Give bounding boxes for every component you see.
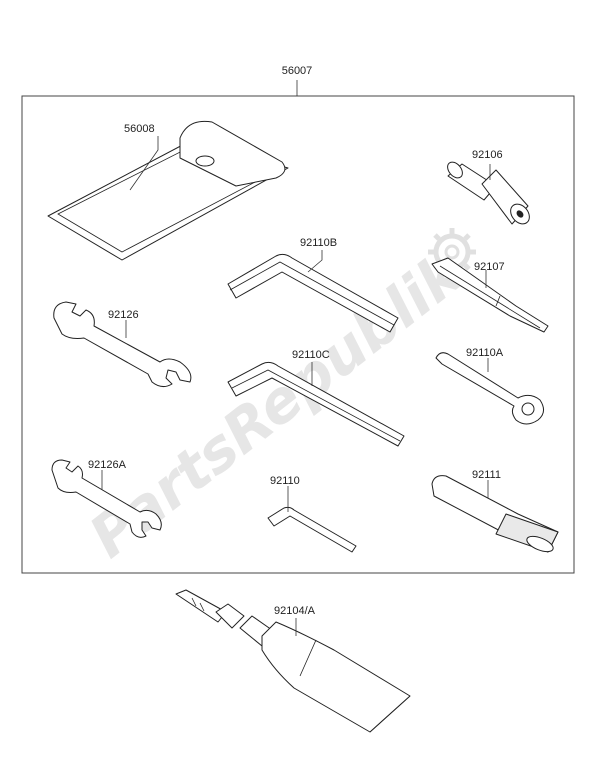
open-end-wrench-icon xyxy=(53,301,192,388)
part-label-92110: 92110 xyxy=(270,475,300,487)
hex-key-icon xyxy=(227,361,405,447)
part-label-92110C: 92110C xyxy=(292,349,330,361)
grease-tube-icon xyxy=(175,589,411,733)
part-92110B[interactable]: 92110B xyxy=(227,237,399,333)
screwdriver-icon xyxy=(431,257,549,333)
part-label-92107: 92107 xyxy=(474,261,505,273)
open-end-wrench-icon xyxy=(51,459,162,538)
hex-key-icon xyxy=(267,506,357,553)
part-label-92126A: 92126A xyxy=(88,459,127,471)
part-label-92106: 92106 xyxy=(472,149,503,161)
part-92110[interactable]: 92110 xyxy=(267,475,357,553)
part-92111[interactable]: 92111 xyxy=(431,469,559,555)
part-label-92104-A: 92104/A xyxy=(274,605,316,617)
part-label-92110B: 92110B xyxy=(300,237,337,249)
part-92104-A[interactable]: 92104/A xyxy=(175,589,411,733)
tool-pouch-icon xyxy=(47,120,289,261)
part-92126A[interactable]: 92126A xyxy=(51,459,162,538)
part-92107[interactable]: 92107 xyxy=(431,257,549,333)
kit-label[interactable]: 56007 xyxy=(282,65,313,77)
ring-spanner-icon xyxy=(435,352,544,425)
part-92106[interactable]: 92106 xyxy=(445,149,534,228)
tool-kit-frame xyxy=(21,95,575,574)
part-92110A[interactable]: 92110A xyxy=(435,347,544,425)
tool-kit-group: 56007 xyxy=(21,65,575,574)
spark-plug-socket-icon xyxy=(447,161,530,225)
part-56008[interactable]: 56008 xyxy=(47,120,289,261)
part-label-92110A: 92110A xyxy=(466,347,504,359)
part-92126[interactable]: 92126 xyxy=(53,301,192,388)
part-label-92126: 92126 xyxy=(108,309,139,321)
hex-key-icon xyxy=(227,253,399,333)
part-92110C[interactable]: 92110C xyxy=(227,349,405,447)
part-label-92111: 92111 xyxy=(472,469,501,481)
handle-extension-icon xyxy=(431,475,559,553)
part-label-56008: 56008 xyxy=(124,123,155,135)
